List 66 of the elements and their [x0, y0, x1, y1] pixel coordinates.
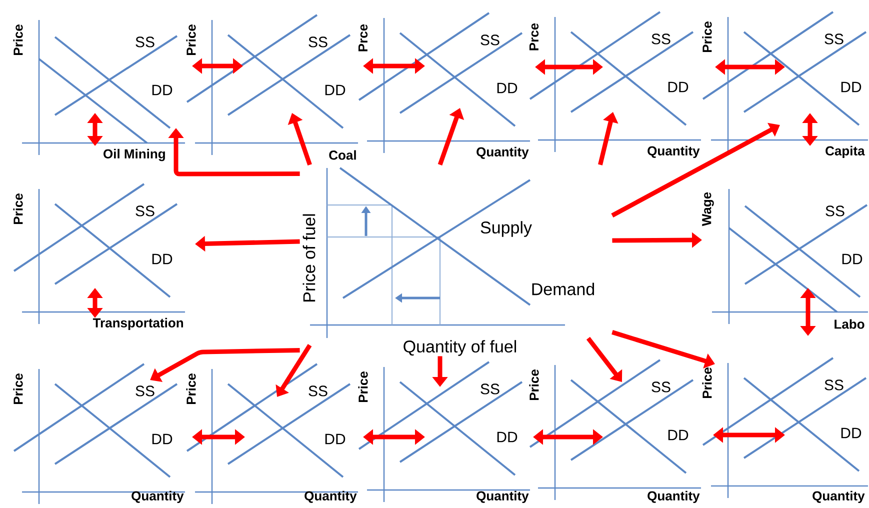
curve-label: SS: [308, 36, 328, 48]
curve-label: DD: [152, 254, 172, 264]
supply-demand-graph: [529, 11, 701, 158]
supply-demand-graph: [358, 361, 530, 504]
curve-label: SS: [652, 34, 670, 44]
supply-demand-graph: [186, 363, 358, 504]
axis-label: Price: [13, 194, 23, 224]
curve-label: SS: [826, 206, 844, 216]
axis-label: Price: [702, 22, 712, 52]
curve-label: DD: [842, 254, 862, 264]
curve-label: DD: [325, 84, 346, 96]
curve-label: DD: [668, 430, 688, 440]
axis-label: Quantity: [304, 490, 357, 504]
axis-label: Price: [358, 372, 368, 402]
axis-label: Price: [186, 24, 196, 56]
axis-label: Price: [702, 368, 712, 398]
axis-label: Quantity: [132, 490, 184, 504]
axis-label: Price: [13, 374, 23, 404]
supply-demand-graph: [702, 189, 868, 329]
axis-label: Quantity of fuel: [404, 340, 516, 356]
supply-demand-graph: [186, 14, 358, 160]
curve-label: Demand: [532, 282, 594, 296]
axis-label: Transportation: [92, 318, 183, 330]
axis-label: Quantity: [648, 146, 700, 158]
axis-label: Prce: [358, 24, 368, 52]
curve-label: SS: [652, 382, 670, 392]
supply-demand-graph: [702, 357, 868, 504]
curve-label: SS: [136, 36, 154, 48]
supply-demand-graph: [529, 359, 701, 504]
axis-label: Wage: [702, 192, 714, 226]
curve-label: DD: [497, 432, 518, 442]
supply-demand-graph: [702, 11, 868, 158]
axis-label: Price of fuel: [302, 214, 316, 302]
curve-label: SS: [824, 380, 844, 390]
axis-label: Price: [529, 370, 539, 400]
curve-label: DD: [841, 428, 862, 438]
axis-label: Quantity: [476, 490, 529, 504]
supply-demand-graph: [358, 12, 530, 160]
curve-label: DD: [841, 82, 862, 92]
supply-demand-graph: [13, 363, 185, 504]
arrow: [586, 336, 622, 382]
curve-label: SS: [308, 386, 328, 396]
curve-label: SS: [480, 34, 500, 46]
curve-label: Supply: [480, 221, 532, 237]
curve-label: SS: [480, 384, 500, 394]
axis-label: Prce: [529, 23, 539, 50]
axis-label: Quantity: [648, 490, 700, 504]
curve-label: DD: [152, 434, 172, 444]
curve-label: SS: [136, 386, 154, 396]
supply-demand-graph: [13, 183, 185, 330]
axis-label: Price: [13, 24, 23, 56]
curve-label: DD: [668, 82, 688, 92]
supply-demand-graph: [302, 167, 594, 356]
axis-label: Coal: [329, 150, 356, 160]
curve-label: DD: [152, 84, 172, 96]
axis-label: Quantity: [812, 490, 865, 504]
axis-label: Oil Mining: [104, 148, 165, 162]
axis-label: Price: [186, 374, 196, 404]
axis-label: Capita: [826, 146, 865, 158]
axis-label: Quantity: [476, 146, 529, 160]
supply-demand-graph: [13, 20, 185, 162]
curve-label: SS: [824, 34, 844, 44]
curve-label: DD: [325, 434, 346, 444]
curve-label: SS: [136, 206, 154, 216]
axis-label: Labo: [834, 319, 864, 329]
curve-label: DD: [497, 82, 518, 94]
